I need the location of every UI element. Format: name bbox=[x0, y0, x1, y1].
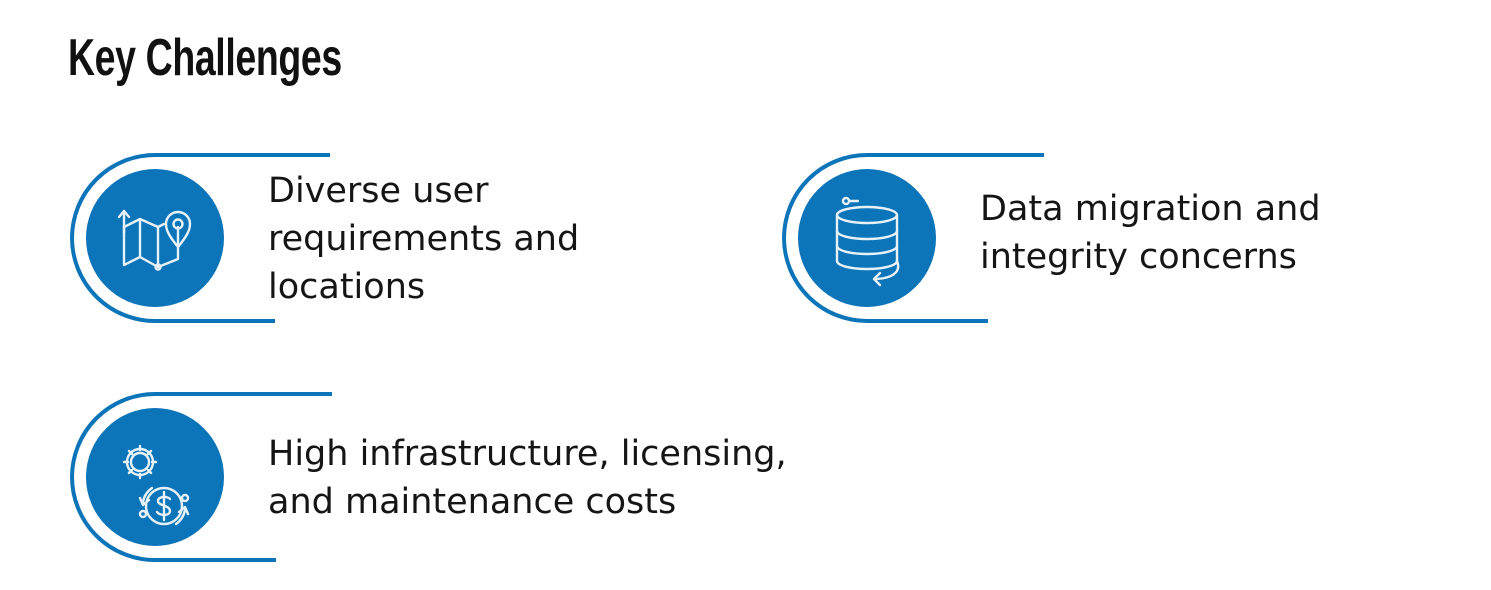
label-line: requirements and bbox=[268, 219, 580, 259]
label-line: High infrastructure, licensing, bbox=[268, 434, 787, 474]
label-line: Diverse user bbox=[268, 171, 489, 211]
challenge-label: Data migration and integrity concerns bbox=[980, 185, 1321, 281]
challenge-card-data-migration: Data migration and integrity concerns bbox=[782, 153, 1491, 323]
label-line: integrity concerns bbox=[980, 237, 1297, 277]
card-frame-arc bbox=[70, 392, 332, 562]
database-sync-icon bbox=[835, 196, 900, 287]
cost-cycle-icon bbox=[122, 444, 190, 526]
icon-circle bbox=[86, 408, 224, 546]
challenge-label: Diverse user requirements and locations bbox=[268, 167, 579, 311]
challenge-label: High infrastructure, licensing, and main… bbox=[268, 430, 787, 526]
page-title: Key Challenges bbox=[68, 29, 342, 87]
map-location-icon bbox=[117, 209, 192, 271]
card-frame-arc bbox=[70, 153, 330, 323]
label-line: locations bbox=[268, 267, 426, 307]
icon-circle bbox=[798, 169, 936, 307]
challenge-card-diverse-requirements: Diverse user requirements and locations bbox=[70, 153, 830, 323]
card-frame-arc bbox=[782, 153, 1044, 323]
challenge-card-high-costs: High infrastructure, licensing, and main… bbox=[70, 392, 830, 562]
label-line: and maintenance costs bbox=[268, 482, 677, 522]
icon-circle bbox=[86, 169, 224, 307]
label-line: Data migration and bbox=[980, 189, 1321, 229]
